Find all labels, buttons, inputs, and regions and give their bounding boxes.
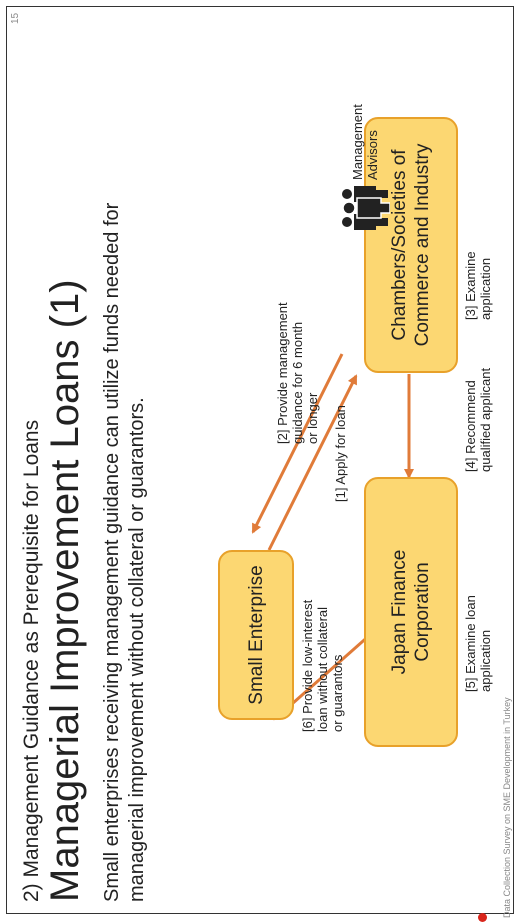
step4-line: qualified applicant xyxy=(478,367,493,472)
step5-line: application xyxy=(478,629,493,692)
node-chambers-line: Commerce and Industry xyxy=(412,143,433,347)
label-step3: [3] Examine application xyxy=(463,251,493,320)
node-chambers-line: Chambers/Societies of xyxy=(389,149,410,341)
step2-line: [2] Provide management xyxy=(275,302,290,444)
label-step5: [5] Examine loan application xyxy=(463,595,493,692)
label-step1: [1] Apply for loan xyxy=(333,405,348,502)
step6-line: [6] Provide low-interest xyxy=(300,599,315,732)
step2-line: guidance for 6 month xyxy=(290,321,305,444)
node-jfc: Japan Finance Corporation xyxy=(364,477,458,747)
step2-line: or longer xyxy=(305,392,320,444)
node-jfc-line: Corporation xyxy=(412,562,433,662)
red-dot xyxy=(478,913,487,922)
label-step4: [4] Recommend qualified applicant xyxy=(463,368,493,472)
page-frame xyxy=(6,6,514,914)
step4-line: [4] Recommend xyxy=(463,380,478,472)
arrow-management-guidance xyxy=(251,353,344,534)
slide-footer: Data Collection Survey on SME Developmen… xyxy=(502,697,512,918)
label-step6: [6] Provide low-interest loan without co… xyxy=(300,600,345,732)
people-group-icon xyxy=(342,186,390,230)
step6-line: loan without collateral xyxy=(315,606,330,732)
step3-line: application xyxy=(478,257,493,320)
arrow-apply-for-loan xyxy=(267,374,358,551)
node-small-enterprise: Small Enterprise xyxy=(218,550,294,720)
step6-line: or guarantors xyxy=(330,654,345,732)
step3-line: [3] Examine xyxy=(463,251,478,320)
step1-line: [1] Apply for loan xyxy=(333,405,348,502)
advisors-label: Management Advisors xyxy=(350,104,380,180)
step5-line: [5] Examine loan xyxy=(463,595,478,692)
advisors-line: Management xyxy=(350,104,365,180)
node-jfc-line: Japan Finance xyxy=(389,549,410,675)
label-step2: [2] Provide management guidance for 6 mo… xyxy=(275,302,320,444)
advisors-line: Advisors xyxy=(365,130,380,180)
node-small-enterprise-label: Small Enterprise xyxy=(245,565,267,705)
